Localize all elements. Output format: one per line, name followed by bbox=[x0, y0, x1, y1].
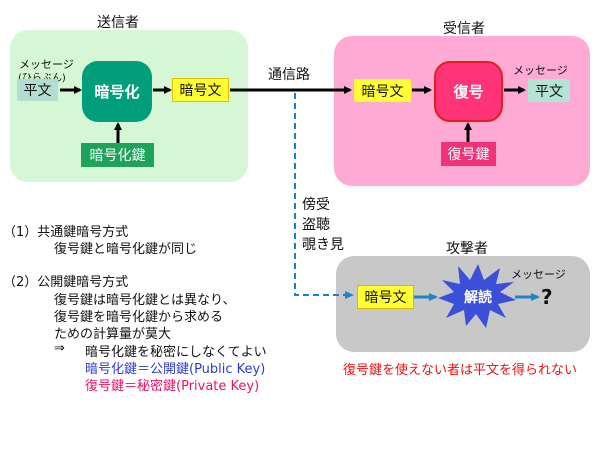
implies-arrow: ⇒ bbox=[54, 341, 65, 356]
attacker-caption: 復号鍵を使えない者は平文を得られない bbox=[343, 363, 578, 378]
private-key-line: 復号鍵＝秘密鍵(Private Key) bbox=[85, 379, 260, 394]
note1-line1: 復号鍵と暗号化鍵が同じ bbox=[54, 242, 198, 257]
sender-title: 送信者 bbox=[97, 15, 139, 31]
unknown-result-mark: ? bbox=[541, 285, 553, 309]
eavesdrop-dashed-line bbox=[294, 93, 354, 299]
note2-line4: 暗号化鍵を秘密にしなくてよい bbox=[85, 345, 267, 360]
threat-intercept: 傍受 bbox=[302, 197, 330, 213]
threat-wiretap: 盗聴 bbox=[302, 217, 330, 233]
receiver-title: 受信者 bbox=[443, 21, 485, 37]
starburst-shape bbox=[438, 264, 516, 328]
sender-message-reading: (ひらぶん) bbox=[18, 69, 66, 84]
note2-title: （2）公開鍵暗号方式 bbox=[3, 275, 129, 290]
decrypt-process-box: 復号 bbox=[434, 61, 503, 122]
note2-line1: 復号鍵は暗号化鍵とは異なり、 bbox=[54, 293, 236, 308]
sender-plaintext-box: 平文 bbox=[17, 79, 58, 101]
note2-line3: ための計算量が莫大 bbox=[54, 327, 172, 342]
decryption-key-box: 復号鍵 bbox=[441, 142, 496, 166]
threat-peek: 覗き見 bbox=[302, 237, 344, 253]
receiver-message-label: メッセージ bbox=[513, 64, 568, 77]
sender-message-label: メッセージ bbox=[19, 58, 74, 71]
receiver-ciphertext-box: 暗号文 bbox=[354, 79, 411, 102]
receiver-plaintext-box: 平文 bbox=[528, 79, 570, 102]
attacker-title: 攻撃者 bbox=[446, 241, 488, 257]
encrypt-process-box: 暗号化 bbox=[82, 61, 152, 122]
channel-label: 通信路 bbox=[268, 67, 310, 83]
note1-title: （1）共通鍵暗号方式 bbox=[3, 225, 129, 240]
encryption-key-box: 暗号化鍵 bbox=[81, 143, 154, 167]
note2-line2: 復号鍵を暗号化鍵から求める bbox=[54, 310, 224, 325]
attacker-ciphertext-box: 暗号文 bbox=[357, 285, 414, 309]
sender-ciphertext-box: 暗号文 bbox=[172, 78, 229, 102]
decode-process-label: 解読 bbox=[464, 290, 492, 306]
public-key-line: 暗号化鍵＝公開鍵(Public Key) bbox=[85, 362, 266, 377]
attacker-message-label: メッセージ bbox=[511, 268, 566, 281]
